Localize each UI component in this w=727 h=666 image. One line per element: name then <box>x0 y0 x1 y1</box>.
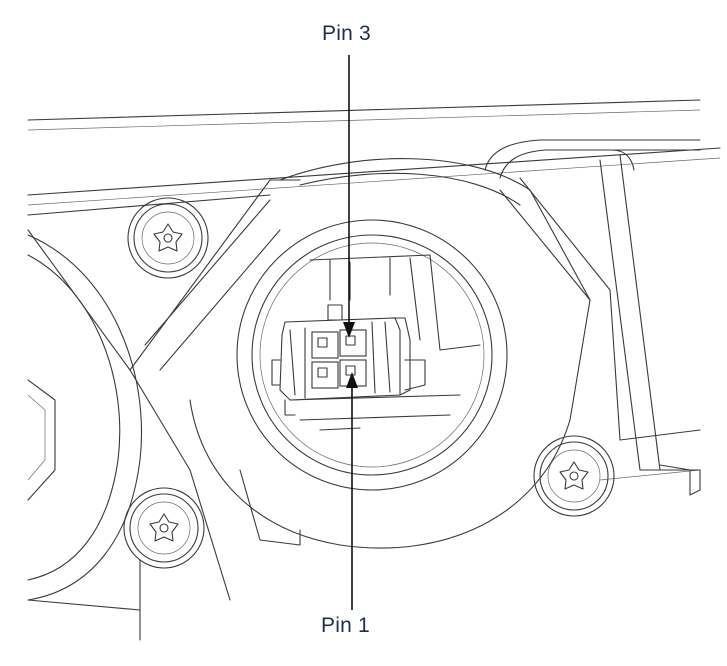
callout-arrow-bottom <box>346 372 358 610</box>
callout-arrow-top <box>343 55 355 338</box>
torx-screw-icon <box>127 197 209 279</box>
pin-1-label: Pin 1 <box>321 614 370 637</box>
pin-3-label: Pin 3 <box>322 22 371 45</box>
torx-screw-icon <box>123 487 205 569</box>
right-housing <box>484 139 701 496</box>
left-circular-housing <box>27 234 143 601</box>
central-ring-boss <box>189 158 621 549</box>
housing-top-rails <box>27 99 721 216</box>
four-pin-connector-icon <box>271 304 426 416</box>
torx-screw-icon <box>533 435 615 517</box>
left-mount-plate <box>27 179 301 641</box>
